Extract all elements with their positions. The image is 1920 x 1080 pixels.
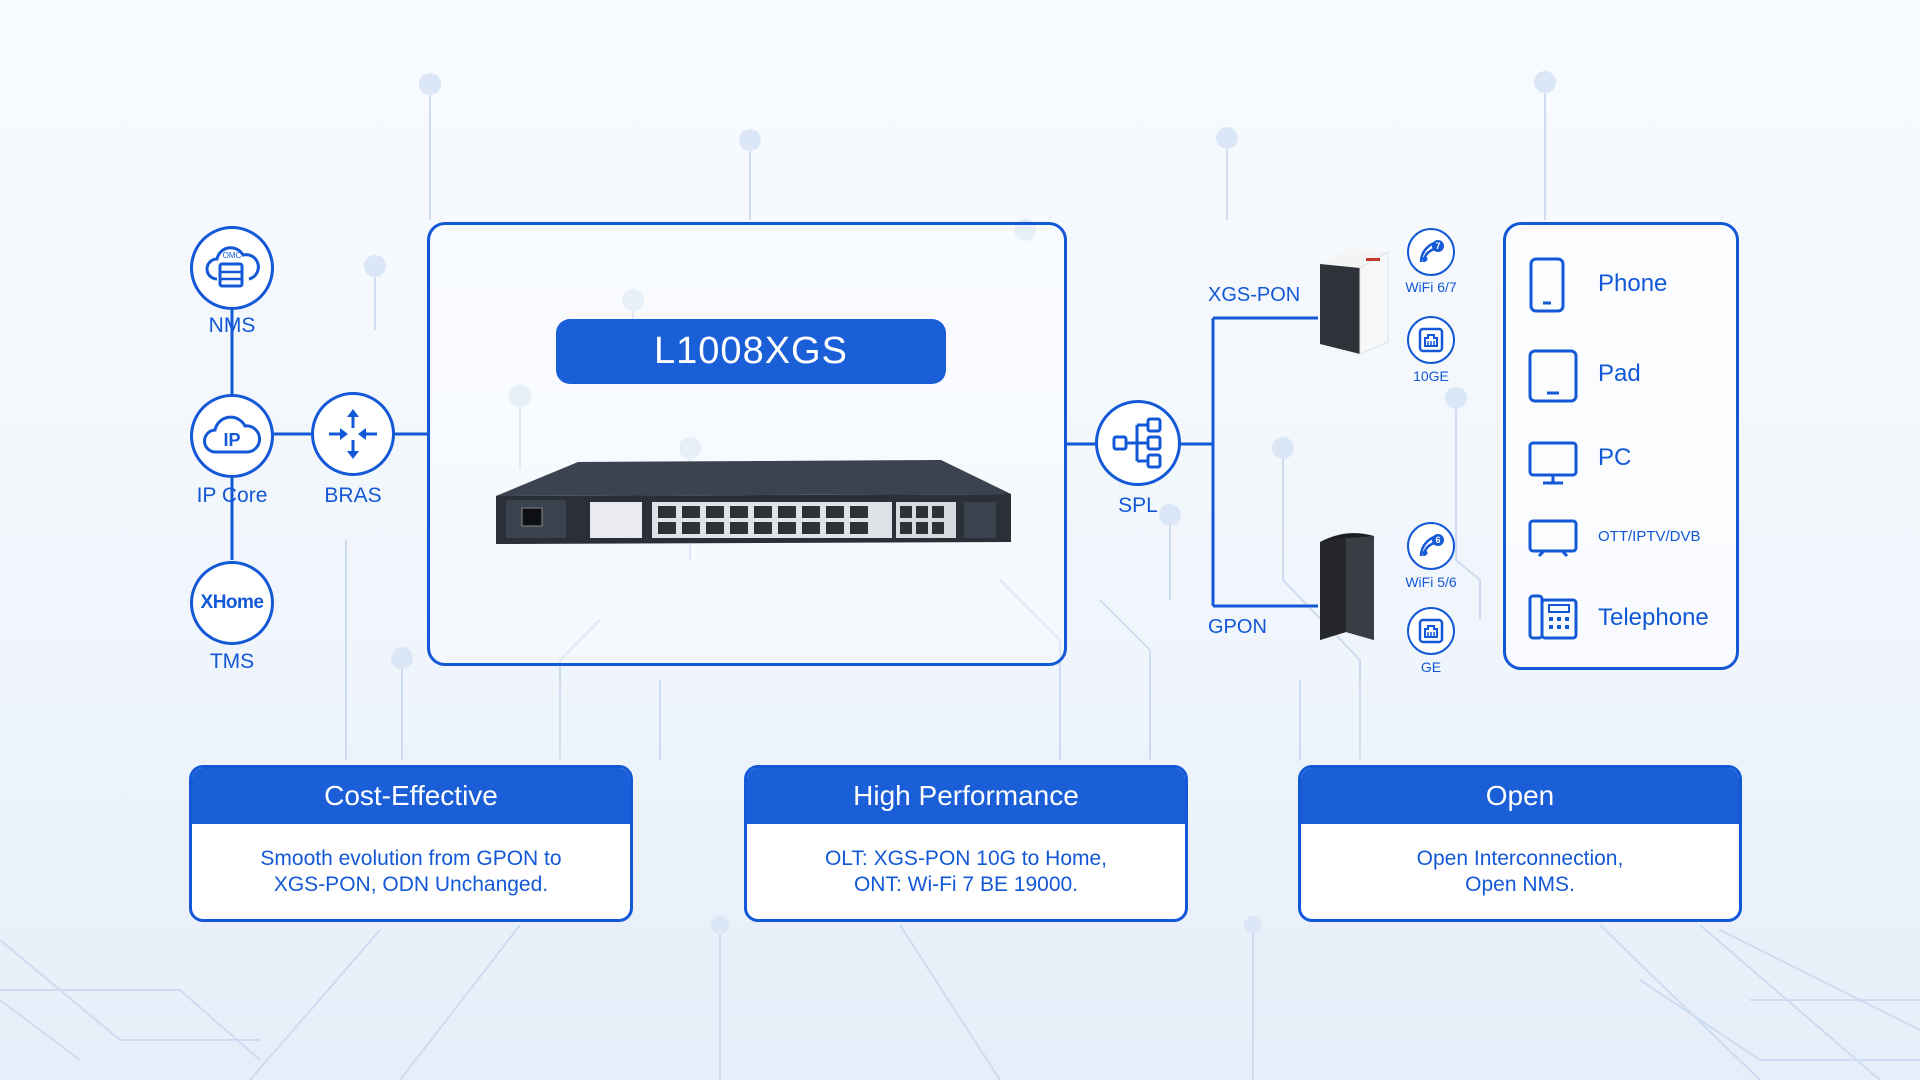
router-arrows-icon: [329, 409, 377, 459]
feature-line: Open Interconnection,: [1416, 846, 1624, 870]
feature-card-open: Open Open Interconnection,Open NMS.: [1298, 765, 1742, 922]
feature-line: Open NMS.: [1465, 872, 1575, 896]
wifi-icon: 7: [1419, 240, 1444, 263]
ethernet-port-icon: [1418, 618, 1444, 644]
telephone-icon: [1528, 594, 1578, 640]
ge-label: GE: [1420, 659, 1442, 675]
svg-text:OMC: OMC: [223, 251, 242, 260]
feature-card-cost: Cost-Effective Smooth evolution from GPO…: [189, 765, 633, 922]
cloud-server-icon: OMC: [205, 246, 260, 288]
device-ott-label: OTT/IPTV/DVB: [1598, 528, 1701, 545]
feature-line: Smooth evolution from GPON to: [260, 846, 562, 870]
bras-label: BRAS: [324, 484, 382, 507]
10ge-label: 10GE: [1413, 368, 1449, 384]
device-pad-label: Pad: [1598, 360, 1641, 387]
olt-frame: [427, 222, 1067, 666]
nms-node[interactable]: OMC: [190, 226, 274, 310]
ethernet-port-icon: [1418, 327, 1444, 353]
wifi6-ont: [1320, 533, 1374, 640]
gpon-label: GPON: [1208, 616, 1267, 638]
svg-text:IP: IP: [223, 430, 240, 450]
wifi56-label: WiFi 5/6: [1405, 574, 1457, 590]
wifi-icon: 6: [1419, 534, 1444, 557]
feature-line: OLT: XGS-PON 10G to Home,: [824, 846, 1108, 870]
bras-node[interactable]: [311, 392, 395, 476]
tv-icon: [1528, 519, 1578, 558]
wifi6-badge: 6: [1407, 522, 1455, 570]
feature-description: Open Interconnection,Open NMS.: [1301, 824, 1739, 919]
cloud-ip-icon: IP: [203, 415, 262, 454]
device-pc-label: PC: [1598, 444, 1632, 471]
ip-core-label: IP Core: [196, 484, 268, 507]
splitter-label: SPL: [1118, 494, 1158, 517]
splitter-node[interactable]: [1095, 400, 1181, 486]
tablet-icon: [1528, 349, 1578, 403]
nms-label: NMS: [208, 314, 256, 337]
feature-card-performance: High Performance OLT: XGS-PON 10G to Hom…: [744, 765, 1188, 922]
ip-core-node[interactable]: IP: [190, 394, 274, 478]
wifi7-badge: 7: [1407, 228, 1455, 276]
svg-text:6: 6: [1435, 535, 1440, 545]
ge-badge: [1407, 607, 1455, 655]
device-telephone-label: Telephone: [1598, 604, 1709, 631]
phone-icon: [1529, 257, 1565, 313]
end-devices-panel: [1503, 222, 1739, 670]
device-phone-label: Phone: [1598, 270, 1668, 297]
feature-title: Open: [1301, 768, 1739, 824]
svg-text:7: 7: [1435, 241, 1440, 251]
10ge-badge: [1407, 316, 1455, 364]
tms-node[interactable]: XHome: [190, 561, 274, 645]
xhome-logo: XHome: [200, 592, 264, 613]
splitter-tree-icon: [1112, 417, 1162, 469]
wifi7-ont: [1320, 248, 1389, 355]
olt-model-badge: L1008XGS: [556, 319, 946, 384]
wifi67-label: WiFi 6/7: [1405, 279, 1457, 295]
monitor-icon: [1528, 441, 1578, 485]
tms-label: TMS: [209, 650, 255, 673]
olt-chassis: [496, 460, 1011, 544]
feature-line: XGS-PON, ODN Unchanged.: [273, 872, 549, 896]
xgs-pon-label: XGS-PON: [1208, 284, 1301, 306]
feature-line: ONT: Wi-Fi 7 BE 19000.: [853, 872, 1079, 896]
feature-title: Cost-Effective: [192, 768, 630, 824]
feature-title: High Performance: [747, 768, 1185, 824]
feature-description: OLT: XGS-PON 10G to Home,ONT: Wi-Fi 7 BE…: [747, 824, 1185, 919]
